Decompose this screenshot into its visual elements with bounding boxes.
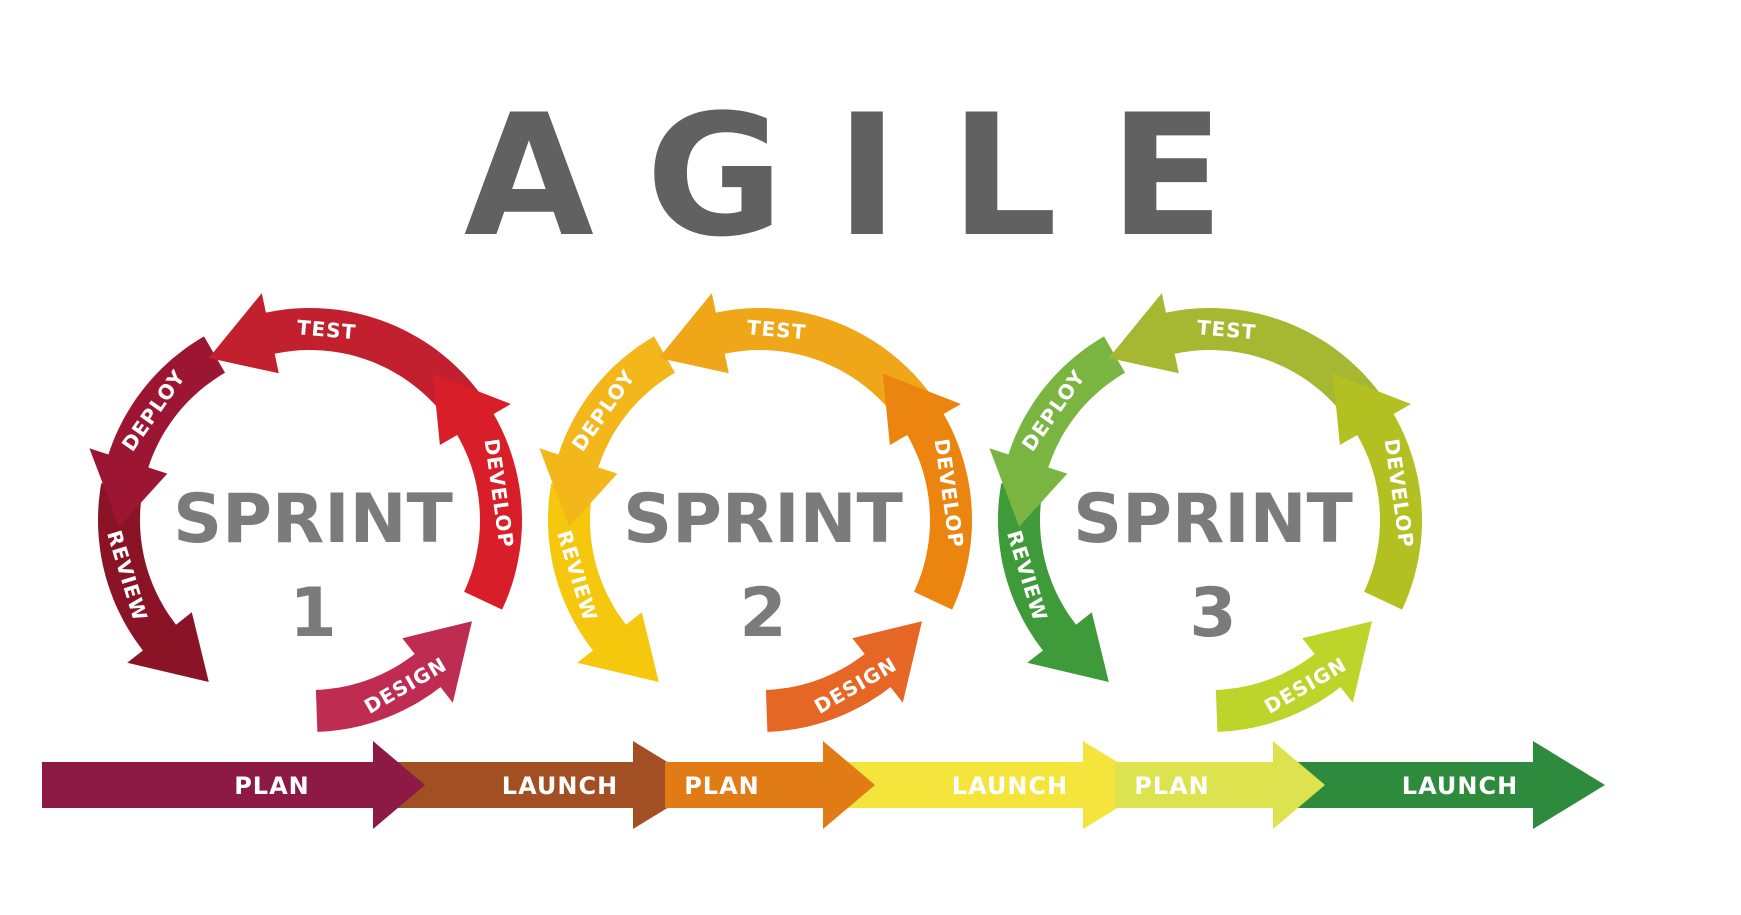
plan-label: PLAN (684, 772, 760, 800)
sprint-number: 1 (289, 574, 336, 653)
design-arrow (765, 621, 922, 732)
launch-label: LAUNCH (502, 772, 618, 800)
design-arrow (315, 621, 472, 732)
test-arrow (658, 293, 934, 423)
plan-label: PLAN (1134, 772, 1210, 800)
test-label: TEST (296, 315, 357, 344)
deploy-arrow (539, 336, 675, 527)
launch-arrow (1250, 741, 1605, 829)
launch-label: LAUNCH (952, 772, 1068, 800)
develop-arrow (432, 373, 522, 610)
review-arrow (998, 483, 1109, 682)
sprint-number: 3 (1189, 574, 1236, 653)
launch-label: LAUNCH (1402, 772, 1518, 800)
design-arrow (1215, 621, 1372, 732)
plan-arrow (665, 741, 875, 829)
diagram-title: AGILE (464, 78, 1276, 274)
plan-label: PLAN (234, 772, 310, 800)
deploy-arrow (989, 336, 1125, 527)
sprint-number: 2 (739, 574, 786, 653)
test-arrow (1108, 293, 1384, 423)
sprint-label: SPRINT (173, 480, 453, 559)
review-arrow (98, 483, 209, 682)
develop-arrow (882, 373, 972, 610)
test-label: TEST (746, 315, 807, 344)
sprint-label: SPRINT (1073, 480, 1353, 559)
launch-arrow (350, 741, 705, 829)
deploy-arrow (89, 336, 226, 527)
test-label: TEST (1196, 315, 1257, 344)
plan-arrow (42, 741, 425, 829)
review-arrow (548, 483, 659, 682)
develop-arrow (1332, 373, 1422, 610)
plan-arrow (1115, 741, 1325, 829)
launch-arrow (800, 741, 1155, 829)
sprint-label: SPRINT (623, 480, 903, 559)
test-arrow (208, 293, 484, 423)
